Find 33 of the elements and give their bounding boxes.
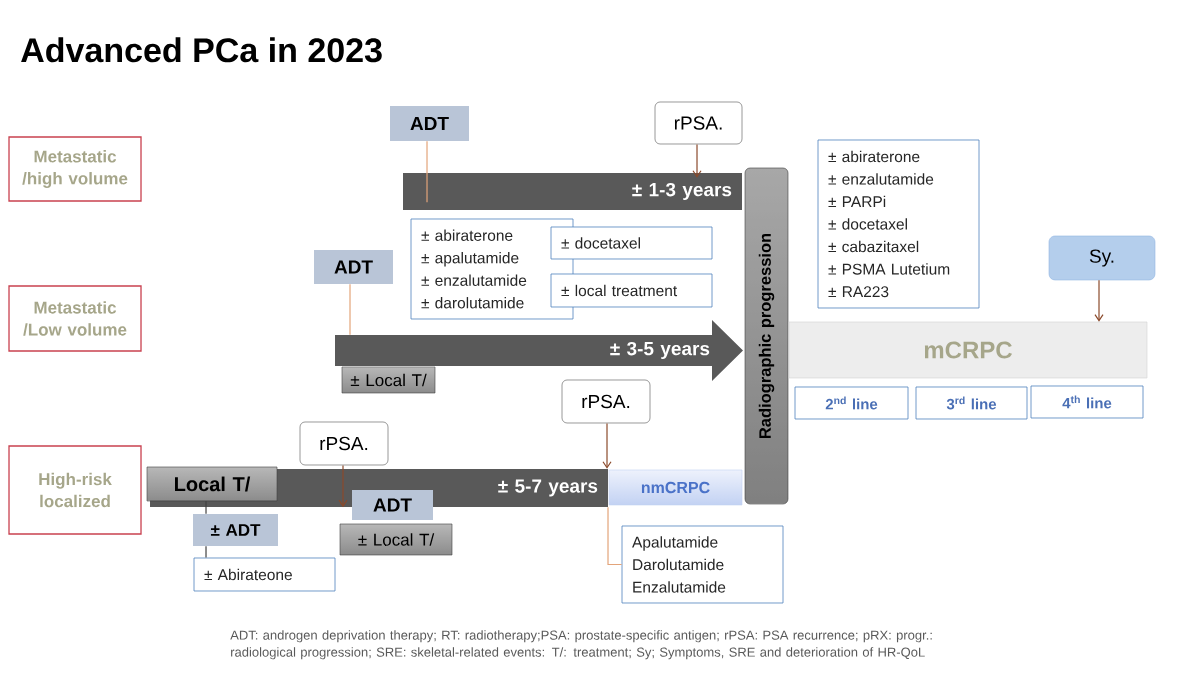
stage-box: nmCRPC xyxy=(608,469,743,506)
footnote: ADT: androgen deprivation therapy; RT: radiotherapy;PSA: prostate-specific antigen; rPSA: PSA recurrence; pRX: progr.: radiological progression; SRE: skeletal-related events: T/: treatment; Sy; Symptoms, SRE and deterioration of HR-QoL xyxy=(230,630,932,660)
treatment-box: ± ADT xyxy=(193,514,278,546)
timeline-bar: ± 1-3 years xyxy=(403,173,742,210)
callout-box: rPSA. xyxy=(299,421,389,466)
stage-band: mCRPC xyxy=(788,321,1148,379)
connector-line xyxy=(349,283,351,336)
option-box: ± docetaxel xyxy=(550,226,713,260)
connector-line xyxy=(205,500,207,515)
connector-line xyxy=(426,140,428,203)
title: Advanced PCa in 2023 xyxy=(21,37,382,63)
drug-list-box: ± abiraterone ± enzalutamide ± PARPi ± docetaxel ± cabazitaxel ± PSMA Lutetium ± RA223 xyxy=(817,139,980,309)
arrow xyxy=(338,464,348,508)
arrow xyxy=(692,143,702,178)
callout-box: Sy. xyxy=(1048,235,1156,281)
treatment-box: ± Local T/ xyxy=(339,523,453,556)
connector-line xyxy=(607,506,623,566)
callout-box: rPSA. xyxy=(654,101,743,145)
category-box: Metastatic /Low volume xyxy=(8,285,142,352)
progression-bar: Radiographic progression xyxy=(744,167,789,505)
option-box: ± Abirateone xyxy=(193,557,336,592)
treatment-box: ADT xyxy=(390,106,469,141)
arrow xyxy=(1094,279,1104,322)
callout-box: rPSA. xyxy=(561,379,651,424)
connector-line xyxy=(205,545,207,559)
treatment-box: ADT xyxy=(352,490,433,520)
category-box: Metastatic /high volume xyxy=(8,136,142,202)
treatment-box: ADT xyxy=(314,250,393,284)
drug-list-box: Apalutamide Darolutamide Enzalutamide xyxy=(621,525,784,604)
arrow xyxy=(602,422,612,469)
category-box: High-risk localized xyxy=(8,445,142,535)
option-box: ± local treatment xyxy=(550,273,713,308)
treatment-box: ± Local T/ xyxy=(341,366,436,394)
